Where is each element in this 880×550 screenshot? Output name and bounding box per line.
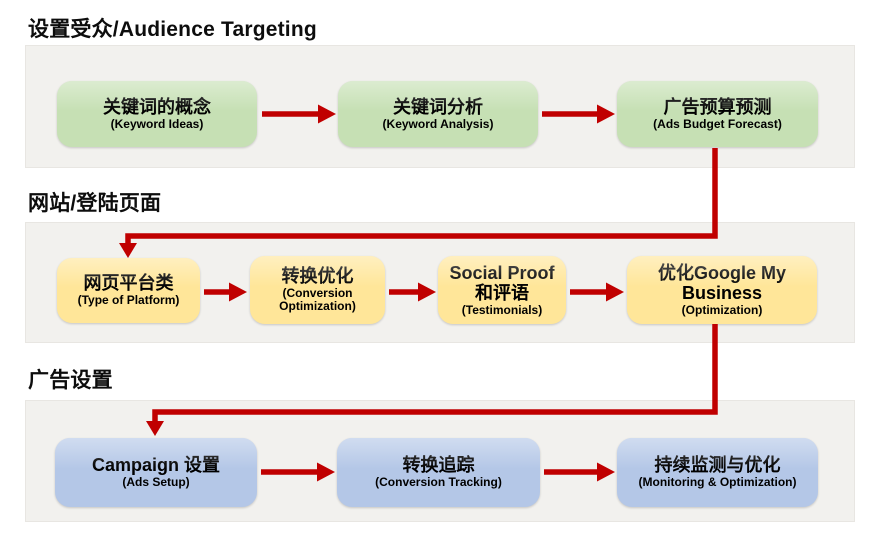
box-title: Social Proof	[449, 262, 555, 283]
flow-box-ads-setup: Campaign 设置 (Ads Setup)	[55, 438, 257, 507]
box-subtitle: (Keyword Ideas)	[110, 116, 204, 131]
flow-box-keyword-ideas: 关键词的概念 (Keyword Ideas)	[57, 81, 257, 147]
flow-box-conversion-optimization: 转换优化 (Conversion Optimization)	[250, 256, 385, 324]
flow-box-google-my-business: 优化Google My Business (Optimization)	[627, 256, 817, 324]
box-subtitle: (Testimonials)	[461, 302, 543, 317]
flow-box-ads-budget-forecast: 广告预算预测 (Ads Budget Forecast)	[617, 81, 818, 147]
box-title: 优化Google My	[657, 262, 786, 283]
box-title: Campaign 设置	[91, 455, 220, 476]
flow-box-type-of-platform: 网页平台类 (Type of Platform)	[57, 258, 200, 323]
box-subtitle: (Type of Platform)	[77, 293, 180, 308]
box-title: 转换优化	[281, 266, 354, 287]
box-subtitle: (Monitoring & Optimization)	[638, 475, 797, 490]
section-title-ads-setup: 广告设置	[28, 369, 113, 392]
flow-box-testimonials: Social Proof 和评语 (Testimonials)	[438, 256, 566, 324]
flow-box-monitoring-optimization: 持续监测与优化 (Monitoring & Optimization)	[617, 438, 818, 507]
box-title: 网页平台类	[83, 273, 174, 294]
box-title: 关键词分析	[393, 96, 483, 117]
box-subtitle: (Optimization)	[681, 302, 763, 317]
flow-box-keyword-analysis: 关键词分析 (Keyword Analysis)	[338, 81, 538, 147]
box-title-line2: 和评语	[475, 283, 529, 304]
box-title-line2: Business	[681, 283, 763, 304]
box-subtitle: (Ads Setup)	[122, 475, 190, 490]
section-title-audience-targeting: 设置受众/Audience Targeting	[28, 18, 317, 41]
box-subtitle: (Conversion Optimization)	[279, 285, 356, 314]
box-subtitle: (Keyword Analysis)	[382, 116, 494, 131]
box-subtitle: (Ads Budget Forecast)	[653, 116, 782, 131]
box-title: 广告预算预测	[663, 96, 772, 117]
box-title: 关键词的概念	[103, 96, 211, 117]
box-title: 转换追踪	[402, 455, 475, 476]
flow-box-conversion-tracking: 转换追踪 (Conversion Tracking)	[337, 438, 540, 507]
section-title-landing-page: 网站/登陆页面	[28, 192, 162, 215]
box-subtitle: (Conversion Tracking)	[375, 475, 502, 490]
box-title: 持续监测与优化	[654, 455, 781, 476]
